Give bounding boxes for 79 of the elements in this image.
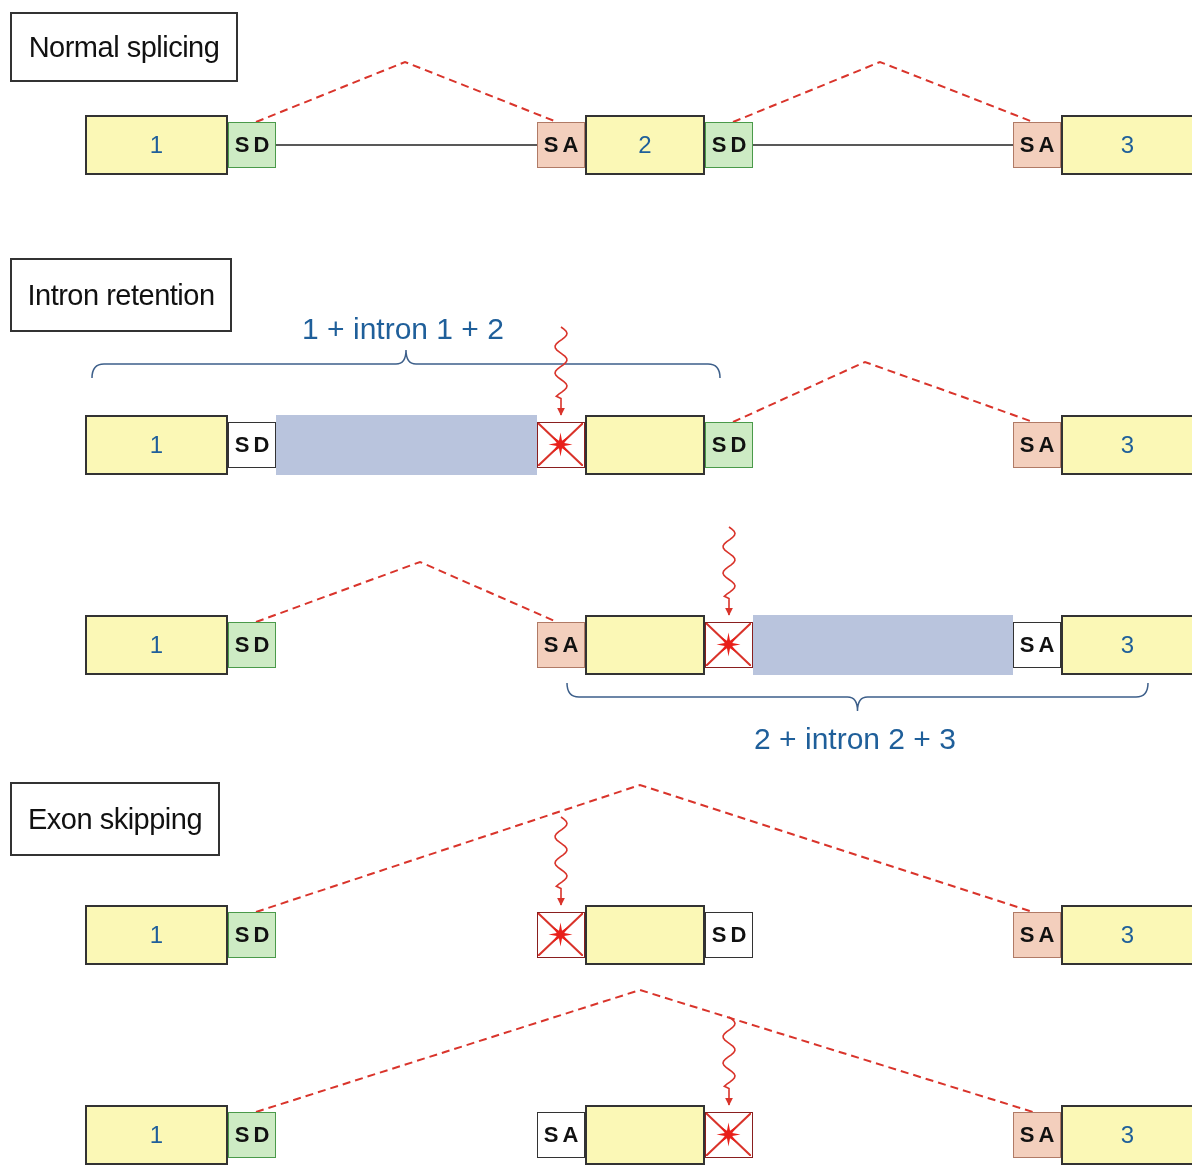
site-label: SD xyxy=(234,432,274,458)
heading-text: Intron retention xyxy=(27,278,215,312)
retained-intron-bar xyxy=(276,415,537,475)
exon-box xyxy=(585,615,705,675)
exon-number: 1 xyxy=(149,131,164,159)
site-label: SD xyxy=(234,1122,274,1148)
site-label: SD xyxy=(711,922,751,948)
splice-site-box xyxy=(228,622,276,668)
brace-label: 2 + intron 2 + 3 xyxy=(754,722,956,756)
brace-label: 1 + intron 1 + 2 xyxy=(302,312,504,346)
splice-site-box xyxy=(705,422,753,468)
heading-text: Normal splicing xyxy=(28,30,220,64)
site-label: SD xyxy=(234,132,274,158)
splice-site-box xyxy=(537,622,585,668)
site-label: SA xyxy=(1019,1122,1059,1148)
section-heading xyxy=(10,782,220,856)
mutated-site-box xyxy=(537,912,585,958)
exon-box xyxy=(585,415,705,475)
site-label: SD xyxy=(711,432,751,458)
site-label: SA xyxy=(543,632,583,658)
exon-number: 3 xyxy=(1120,631,1135,659)
exon-box xyxy=(85,1105,228,1165)
exon-box xyxy=(85,615,228,675)
site-label: SA xyxy=(543,1122,583,1148)
site-label: SA xyxy=(1019,632,1059,658)
site-label: SD xyxy=(234,922,274,948)
splice-site-box xyxy=(1013,122,1061,168)
mutation-arrow xyxy=(554,816,568,906)
section-heading xyxy=(10,12,238,82)
mutated-site-box xyxy=(537,422,585,468)
splice-site-box xyxy=(1013,622,1061,668)
splice-site-box xyxy=(705,122,753,168)
exon-box xyxy=(585,905,705,965)
exon-number: 1 xyxy=(149,921,164,949)
site-label: SD xyxy=(711,132,751,158)
exon-number: 3 xyxy=(1120,921,1135,949)
exon-number: 1 xyxy=(149,1121,164,1149)
exon-box xyxy=(1061,415,1192,475)
mutation-arrow xyxy=(554,326,568,416)
mutated-site-box xyxy=(705,1112,753,1158)
splice-site-box xyxy=(1013,422,1061,468)
exon-box xyxy=(85,905,228,965)
mutated-site-box xyxy=(705,622,753,668)
mutation-arrow xyxy=(722,1016,736,1106)
retained-intron-bar xyxy=(753,615,1013,675)
exon-box xyxy=(1061,1105,1192,1165)
exon-box xyxy=(585,115,705,175)
exon-number: 1 xyxy=(149,431,164,459)
exon-box xyxy=(1061,615,1192,675)
intron-line xyxy=(752,144,1014,146)
exon-number: 1 xyxy=(149,631,164,659)
exon-box xyxy=(585,1105,705,1165)
splice-site-box xyxy=(537,122,585,168)
exon-number: 3 xyxy=(1120,1121,1135,1149)
exon-number: 3 xyxy=(1120,131,1135,159)
splice-site-box xyxy=(1013,1112,1061,1158)
heading-text: Exon skipping xyxy=(27,802,203,836)
splice-site-box xyxy=(228,122,276,168)
exon-number: 2 xyxy=(638,131,652,159)
site-label: SA xyxy=(543,132,583,158)
splice-line xyxy=(255,988,1034,1113)
mutation-arrow xyxy=(722,526,736,616)
site-label: SA xyxy=(1019,132,1059,158)
exon-box xyxy=(85,415,228,475)
splice-site-box xyxy=(1013,912,1061,958)
section-heading xyxy=(10,258,232,332)
splice-site-box xyxy=(228,1112,276,1158)
splice-site-box xyxy=(537,1112,585,1158)
splice-site-box xyxy=(705,912,753,958)
exon-box xyxy=(1061,115,1192,175)
site-label: SD xyxy=(234,632,274,658)
exon-number: 3 xyxy=(1120,431,1135,459)
splice-site-box xyxy=(228,422,276,468)
intron-line xyxy=(275,144,538,146)
exon-box xyxy=(85,115,228,175)
site-label: SA xyxy=(1019,432,1059,458)
splice-site-box xyxy=(228,912,276,958)
site-label: SA xyxy=(1019,922,1059,948)
exon-box xyxy=(1061,905,1192,965)
